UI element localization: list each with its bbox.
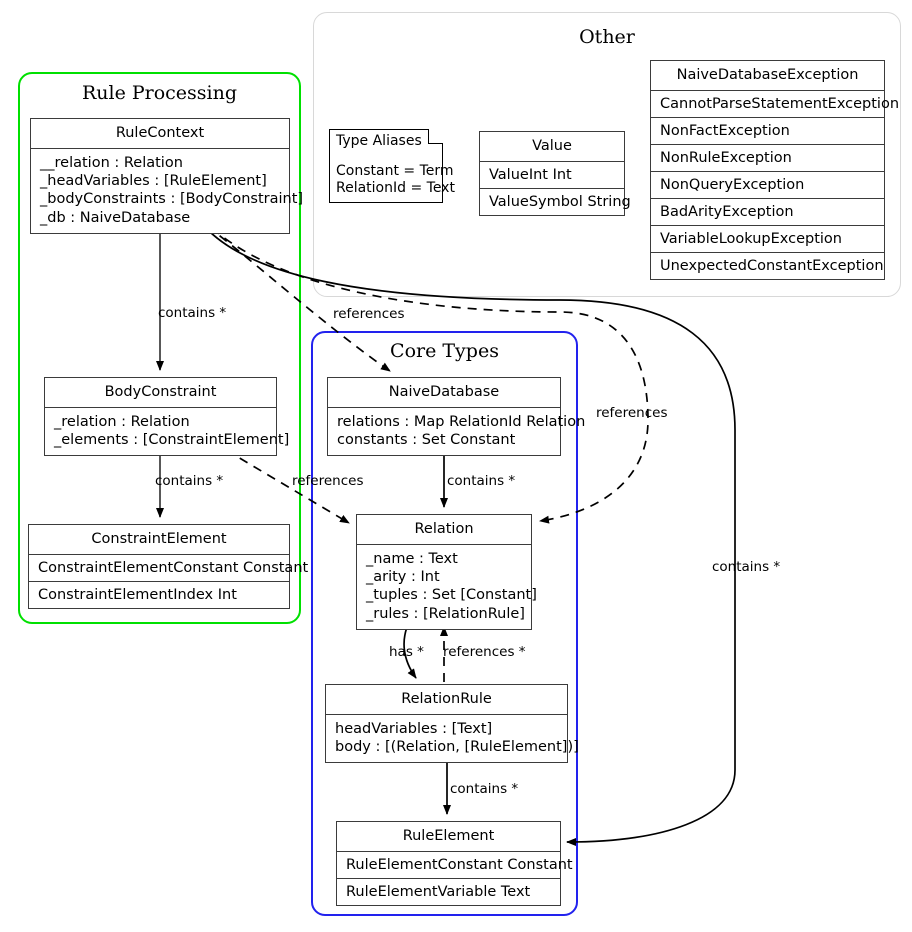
attribute-row: _rules : [RelationRule] <box>366 605 525 622</box>
class-name-naivedatabaseexception: NaiveDatabaseException <box>651 61 884 91</box>
class-attributes-relation: _name : Text _arity : Int _tuples : Set … <box>357 545 537 630</box>
note-text: Type Aliases Constant = Term RelationId … <box>336 133 455 198</box>
class-name-naivedatabase: NaiveDatabase <box>328 378 560 408</box>
attribute-row: constants : Set Constant <box>337 432 516 449</box>
attribute-row: relations : Map RelationId Relation <box>337 413 586 430</box>
edge-label-contains-rulecontext-bodyconstraint: contains * <box>158 305 227 321</box>
note-fold-corner <box>428 129 443 144</box>
class-box-ruleelement[interactable]: RuleElement RuleElementConstant Constant… <box>336 821 573 906</box>
package-core-types-title: Core Types <box>390 340 499 362</box>
constructor-row: VariableLookupException <box>651 226 884 253</box>
constructor-row: ValueSymbol String <box>489 193 631 210</box>
package-other-title: Other <box>579 26 635 48</box>
constructor-row: ValueInt Int <box>480 162 624 189</box>
edge-label-references-relationrule-relation: references * <box>443 644 526 660</box>
class-box-relationrule[interactable]: RelationRule headVariables : [Text] body… <box>325 684 579 764</box>
attribute-row: _relation : Relation <box>54 413 190 430</box>
constructor-row: RuleElementConstant Constant <box>337 852 573 879</box>
note-type-aliases: Type Aliases Constant = Term RelationId … <box>329 129 455 203</box>
constructor-row: RuleElementVariable Text <box>346 883 531 900</box>
class-box-relation[interactable]: Relation _name : Text _arity : Int _tupl… <box>356 514 537 631</box>
attribute-row: _bodyConstraints : [BodyConstraint] <box>40 191 304 208</box>
edge-label-contains-relationrule-ruleelement: contains * <box>450 781 519 797</box>
class-box-naivedatabase[interactable]: NaiveDatabase relations : Map RelationId… <box>327 377 586 457</box>
class-name-relationrule: RelationRule <box>326 685 567 715</box>
edge-label-has-relation-relationrule: has * <box>389 644 424 660</box>
class-box-constraintelement[interactable]: ConstraintElement ConstraintElementConst… <box>28 524 308 609</box>
class-attributes-relationrule: headVariables : [Text] body : [(Relation… <box>326 715 579 763</box>
edge-label-references-bodyconstraint-relation: references <box>292 473 364 489</box>
attribute-row: headVariables : [Text] <box>335 720 493 737</box>
attribute-row: _headVariables : [RuleElement] <box>40 173 267 190</box>
class-box-naivedatabaseexception[interactable]: NaiveDatabaseException CannotParseStatem… <box>650 60 899 280</box>
constructor-row: NonFactException <box>651 118 884 145</box>
edge-label-contains-bodyconstraint-constraintelement: contains * <box>155 473 224 489</box>
constructor-row: CannotParseStatementException <box>651 91 899 118</box>
attribute-row: _elements : [ConstraintElement] <box>54 432 290 449</box>
class-name-value: Value <box>480 132 624 162</box>
class-name-rulecontext: RuleContext <box>31 119 289 149</box>
note-line: RelationId = Text <box>336 180 455 196</box>
edge-label-references-rulecontext-relation: references <box>596 405 668 421</box>
attribute-row: _tuples : Set [Constant] <box>366 587 537 604</box>
class-attributes-bodyconstraint: _relation : Relation _elements : [Constr… <box>45 408 290 456</box>
constructor-row: ConstraintElementConstant Constant <box>29 555 308 582</box>
class-name-constraintelement: ConstraintElement <box>29 525 289 555</box>
class-box-bodyconstraint[interactable]: BodyConstraint _relation : Relation _ele… <box>44 377 290 457</box>
attribute-row: _db : NaiveDatabase <box>40 209 191 226</box>
edge-label-contains-naivedatabase-relation: contains * <box>447 473 516 489</box>
constructor-row: ConstraintElementIndex Int <box>38 586 237 603</box>
class-attributes-naivedatabase: relations : Map RelationId Relation cons… <box>328 408 586 456</box>
attribute-row: _name : Text <box>366 550 458 567</box>
class-box-rulecontext[interactable]: RuleContext __relation : Relation _headV… <box>30 118 304 235</box>
constructor-row: BadArityException <box>651 199 884 226</box>
class-attributes-rulecontext: __relation : Relation _headVariables : [… <box>31 149 304 234</box>
class-box-value[interactable]: Value ValueInt Int ValueSymbol String <box>479 131 631 216</box>
attribute-row: _arity : Int <box>366 569 440 586</box>
class-name-ruleelement: RuleElement <box>337 822 560 852</box>
package-rule-processing-title: Rule Processing <box>81 82 238 104</box>
class-name-relation: Relation <box>357 515 531 545</box>
attribute-row: __relation : Relation <box>40 154 183 171</box>
edge-label-contains-rulecontext-ruleelement: contains * <box>712 559 781 575</box>
edge-label-references-rulecontext-naivedatabase: references <box>333 306 405 322</box>
note-body <box>329 129 443 203</box>
constructor-row: NonRuleException <box>651 145 884 172</box>
note-title: Type Aliases <box>336 133 422 149</box>
attribute-row: body : [(Relation, [RuleElement])] <box>335 739 579 756</box>
note-line: Constant = Term <box>336 162 454 179</box>
constructor-row: UnexpectedConstantException <box>660 257 884 274</box>
constructor-row: NonQueryException <box>651 172 884 199</box>
class-name-bodyconstraint: BodyConstraint <box>45 378 276 408</box>
